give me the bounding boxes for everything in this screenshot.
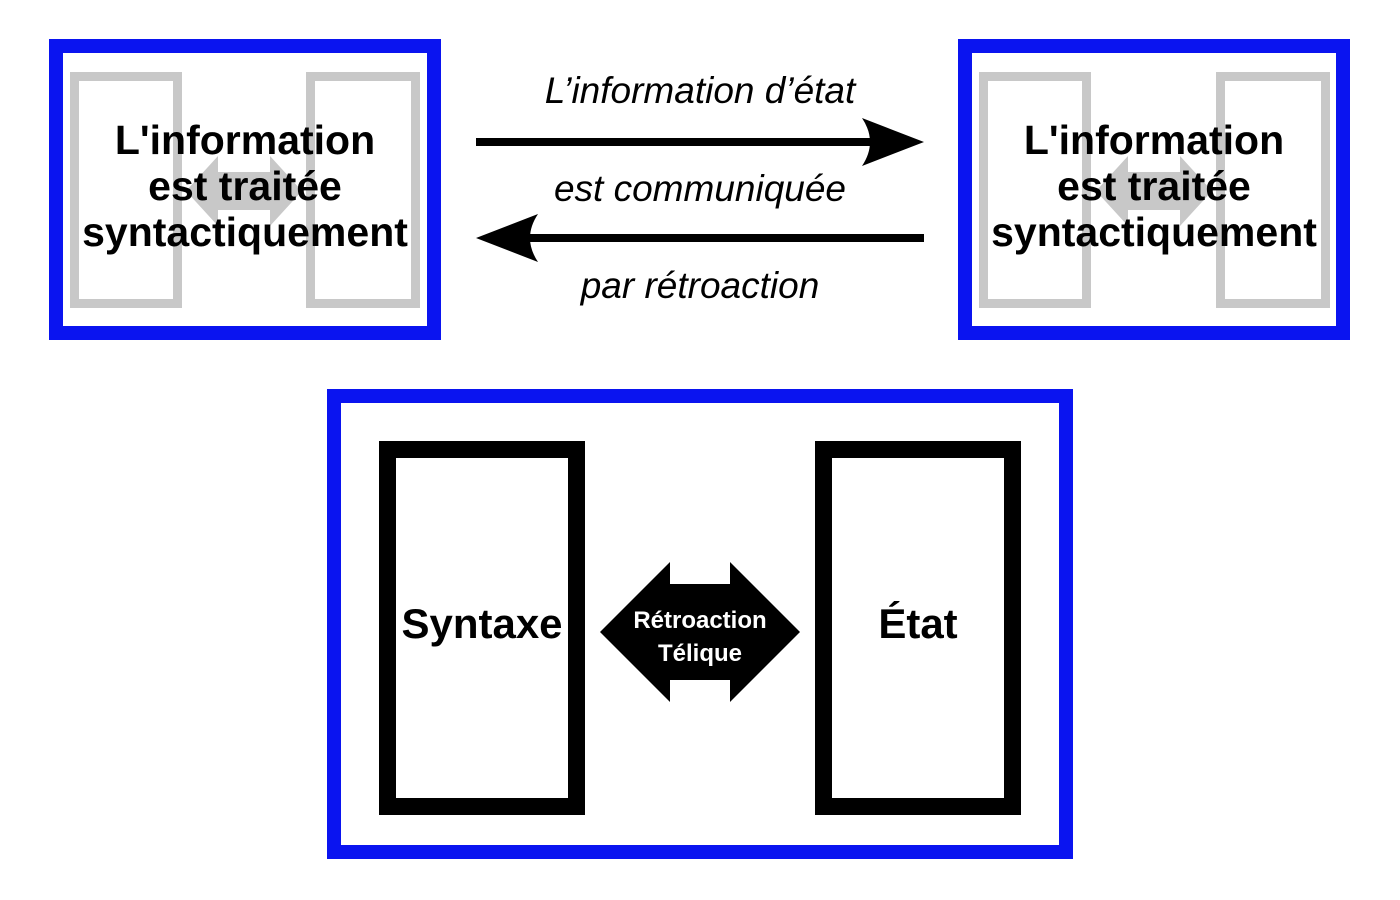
left-ghost-state-rect <box>306 72 420 308</box>
right-arrow-icon <box>476 118 924 166</box>
syntax-label: Syntaxe <box>401 600 563 647</box>
left-box-text: L'information est traitée syntactiquemen… <box>49 117 441 255</box>
right-ghost-syntax-rect <box>979 72 1091 308</box>
state-rect <box>815 441 1021 815</box>
right-box-line3: syntactiquement <box>991 209 1317 255</box>
left-box-line2: est traitée <box>148 163 342 209</box>
right-box-line2: est traitée <box>1057 163 1251 209</box>
double-arrow-icon <box>600 562 800 702</box>
syntax-rect <box>379 441 585 815</box>
right-ghost-double-arrow-icon <box>1096 156 1212 226</box>
left-ghost-syntax-rect <box>70 72 182 308</box>
right-box-line1: L'information <box>1023 117 1285 163</box>
telic-feedback-label: Rétroaction Télique <box>600 604 800 670</box>
left-box-line1: L'information <box>114 117 376 163</box>
flow-bottom-label: par rétroaction <box>580 265 820 306</box>
left-processing-box <box>49 39 441 340</box>
left-arrow-icon <box>476 214 924 262</box>
state-label: État <box>878 600 958 647</box>
telic-feedback-line2: Télique <box>657 640 742 667</box>
flow-top-label: L’information d’état <box>544 70 856 111</box>
right-box-text: L'information est traitée syntactiquemen… <box>958 117 1350 255</box>
flow-middle-label: est communiquée <box>553 168 847 209</box>
right-ghost-state-rect <box>1216 72 1330 308</box>
left-ghost-double-arrow-icon <box>186 156 302 226</box>
telic-feedback-line1: Rétroaction <box>633 607 767 634</box>
left-box-line3: syntactiquement <box>82 209 408 255</box>
